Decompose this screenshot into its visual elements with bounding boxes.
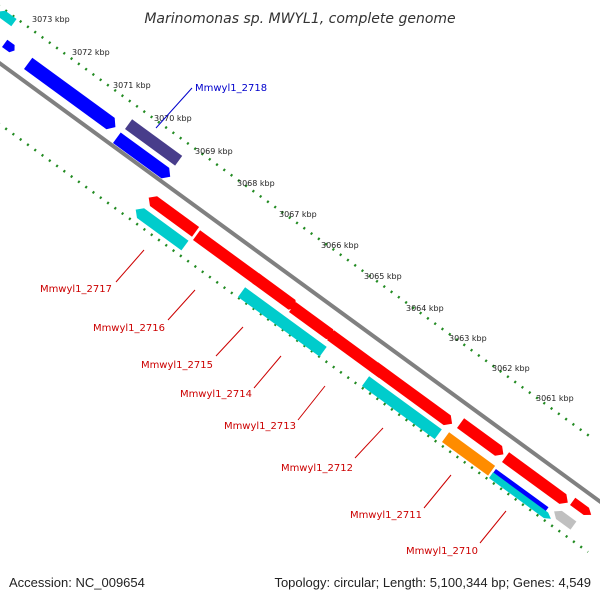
cds-block xyxy=(457,418,504,456)
cds-block xyxy=(135,208,189,251)
feature-track xyxy=(0,10,592,530)
genome-backbone xyxy=(0,60,600,505)
callout-mmwyl1-2713 xyxy=(297,385,326,421)
map-title: Marinomonas sp. MWYL1, complete genome xyxy=(144,11,455,27)
cds-block xyxy=(442,432,496,476)
cds-block xyxy=(193,230,263,285)
cds-block xyxy=(489,472,551,519)
gene-label-mmwyl1-2715: Mmwyl1_2715 xyxy=(141,360,213,371)
scale-label: 3069 kbp xyxy=(195,147,233,156)
cds-block xyxy=(24,57,116,130)
callout-mmwyl1-2718 xyxy=(155,87,193,129)
cds-block xyxy=(125,119,183,166)
scale-label: 3062 kbp xyxy=(492,364,530,373)
gene-label-mmwyl1-2712: Mmwyl1_2712 xyxy=(281,463,353,474)
callout-mmwyl1-2710 xyxy=(479,510,507,544)
cds-block xyxy=(502,452,568,504)
scale-label: 3071 kbp xyxy=(113,81,151,90)
cds-block xyxy=(289,302,335,340)
callout-mmwyl1-2714 xyxy=(253,355,282,389)
callout-mmwyl1-2715 xyxy=(215,326,244,357)
callout-mmwyl1-2717 xyxy=(115,249,145,283)
cds-block xyxy=(252,273,297,310)
gene-label-mmwyl1-2716: Mmwyl1_2716 xyxy=(93,323,165,334)
callout-mmwyl1-2712 xyxy=(354,427,384,459)
scale-label: 3068 kbp xyxy=(237,179,275,188)
cds-block xyxy=(2,39,15,53)
gene-labels: Mmwyl1_2718 Mmwyl1_2717 Mmwyl1_2716 Mmwy… xyxy=(40,83,478,557)
cds-block xyxy=(493,469,549,512)
gene-label-mmwyl1-2714: Mmwyl1_2714 xyxy=(180,389,252,400)
cds-block xyxy=(148,196,200,237)
scale-label: 3065 kbp xyxy=(364,272,402,281)
cds-block xyxy=(238,287,327,357)
scale-label: 3070 kbp xyxy=(154,114,192,123)
callout-mmwyl1-2711 xyxy=(423,474,452,509)
gene-label-mmwyl1-2717: Mmwyl1_2717 xyxy=(40,284,112,295)
cds-block xyxy=(570,497,592,515)
cds-block xyxy=(0,10,17,27)
scale-label: 3072 kbp xyxy=(72,48,110,57)
cds-block xyxy=(371,362,453,426)
scale-label: 3066 kbp xyxy=(321,241,359,250)
scale-label: 3064 kbp xyxy=(406,304,444,313)
gene-label-mmwyl1-2718: Mmwyl1_2718 xyxy=(195,83,267,94)
cds-block xyxy=(113,132,171,179)
topology-text: Topology: circular; Length: 5,100,344 bp… xyxy=(274,575,591,590)
cds-block xyxy=(327,330,388,378)
gene-label-mmwyl1-2713: Mmwyl1_2713 xyxy=(224,421,296,432)
gene-label-mmwyl1-2710: Mmwyl1_2710 xyxy=(406,546,478,557)
gene-callouts xyxy=(115,87,507,544)
cds-block xyxy=(362,376,442,440)
scale-label: 3073 kbp xyxy=(32,15,70,24)
callout-mmwyl1-2716 xyxy=(167,289,196,321)
gene-label-mmwyl1-2711: Mmwyl1_2711 xyxy=(350,510,422,521)
scale-label: 3061 kbp xyxy=(536,394,574,403)
scale-label: 3063 kbp xyxy=(449,334,487,343)
cds-block xyxy=(554,510,577,530)
scale-label: 3067 kbp xyxy=(279,210,317,219)
accession-text: Accession: NC_009654 xyxy=(9,575,145,590)
scale-labels: 3073 kbp 3072 kbp 3071 kbp 3070 kbp 3069 kbp… xyxy=(32,15,574,403)
outer-ruler-dots xyxy=(0,4,593,440)
